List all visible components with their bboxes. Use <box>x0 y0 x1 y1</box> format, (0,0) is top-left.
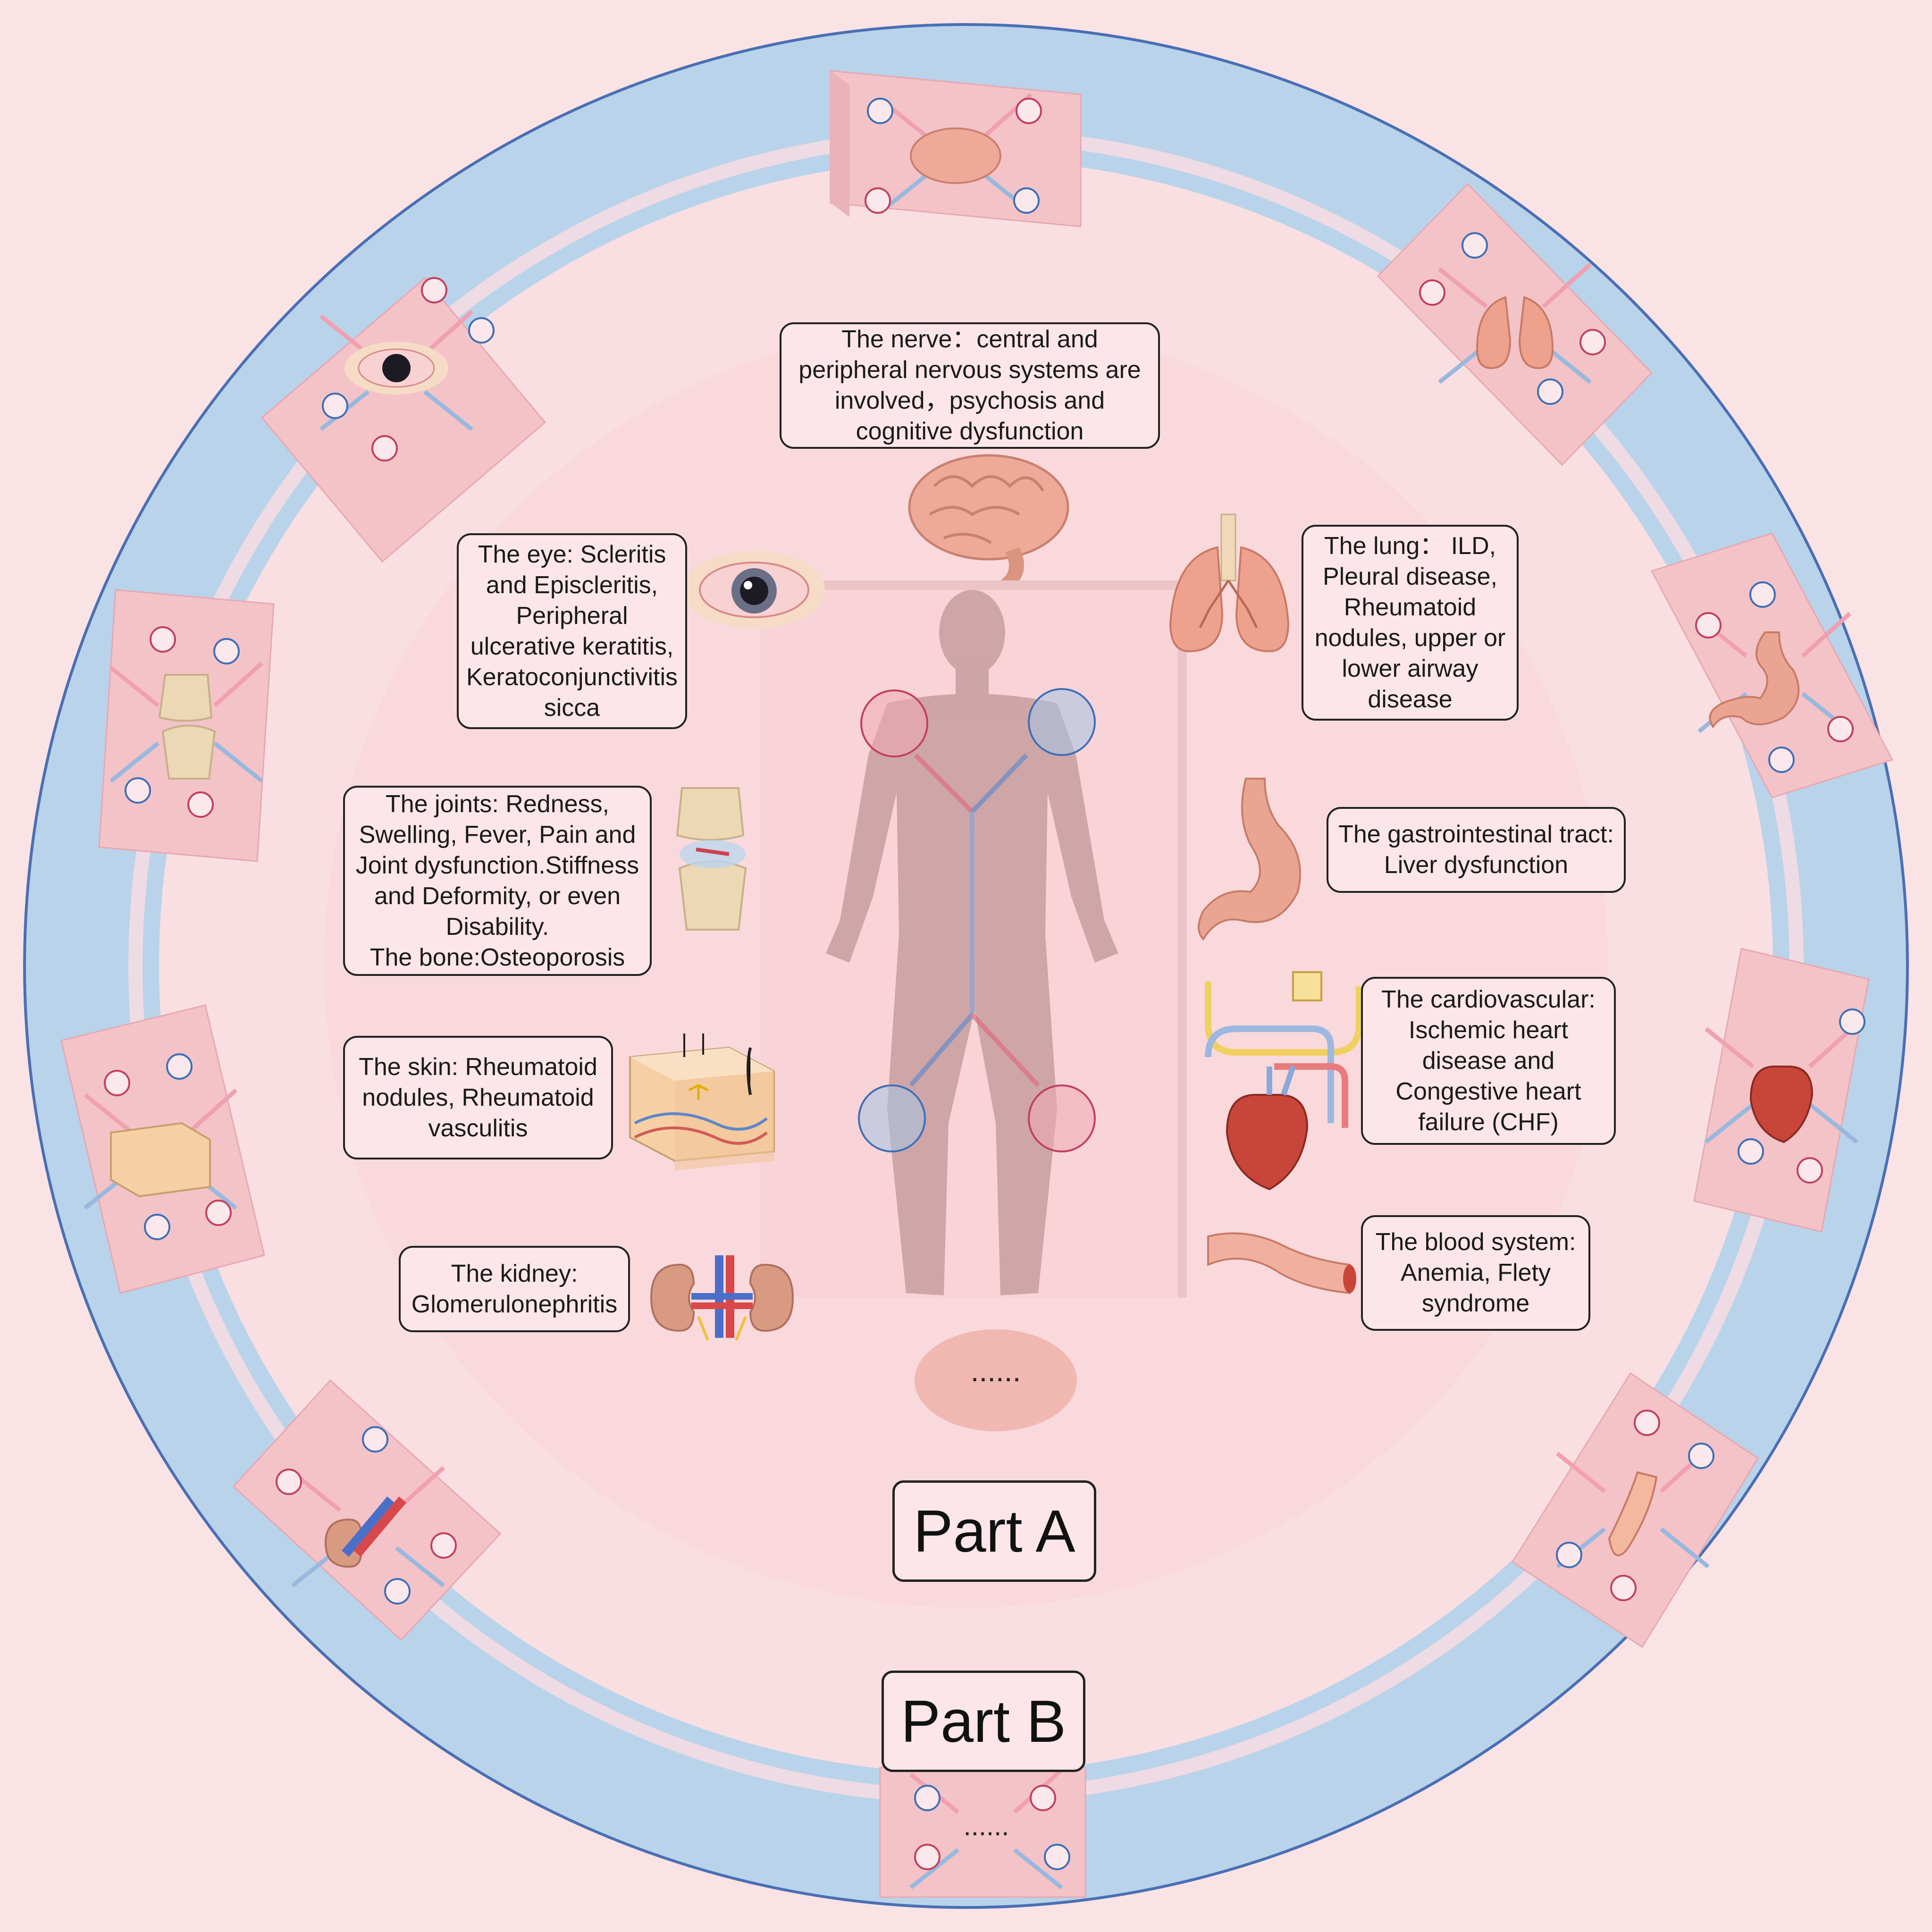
heart-icon <box>1205 971 1362 1191</box>
blood-vessel-icon <box>1207 1232 1356 1294</box>
kidney-label: The kidney: Glomerulonephritis <box>399 1246 630 1332</box>
ring-box-heart <box>1693 948 1870 1233</box>
part-a-label: Part A <box>892 1480 1096 1582</box>
ring-box-more <box>879 1766 1086 1898</box>
eye-icon <box>683 551 825 629</box>
ring-more-text: ...... <box>963 1811 1009 1841</box>
red-node <box>860 689 928 757</box>
part-b-label: Part B <box>882 1671 1085 1772</box>
knee-joint-icon <box>158 674 216 780</box>
knee-joint-icon <box>676 787 747 931</box>
kidney-icon <box>650 1255 794 1341</box>
blue-node <box>1028 688 1096 756</box>
more-bubble <box>915 1329 1077 1431</box>
nerve-label: The nerve：central and peripheral nervous… <box>780 322 1160 449</box>
ring-box-lung <box>1377 183 1653 466</box>
blue-node <box>858 1084 926 1152</box>
ring-box-joint <box>98 589 275 862</box>
red-node <box>1028 1084 1096 1152</box>
ring-box-skin <box>60 1004 265 1294</box>
ring-box-blood <box>1511 1372 1759 1648</box>
stomach-icon <box>1198 778 1301 941</box>
more-text: ...... <box>970 1354 1021 1388</box>
skin-label: The skin: Rheumatoid nodules, Rheumatoid… <box>343 1036 613 1159</box>
ring-box-stomach <box>1650 532 1894 798</box>
skin-icon <box>629 1033 775 1170</box>
lung-icon <box>1169 513 1290 653</box>
ring-box-eye <box>260 277 546 563</box>
gi-label: The gastrointestinal tract: Liver dysfun… <box>1327 807 1626 893</box>
joints-label: The joints: Redness, Swelling, Fever, Pa… <box>343 786 652 976</box>
cardio-label: The cardiovascular: Ischemic heart disea… <box>1361 977 1616 1145</box>
lung-label: The lung： ILD, Pleural disease, Rheumato… <box>1302 525 1519 721</box>
stomach-icon <box>1709 631 1800 729</box>
heart-icon <box>1749 1066 1814 1143</box>
blood-label: The blood system: Anemia, Flety syndrome <box>1361 1215 1590 1331</box>
eye-label: The eye: Scleritis and Episcleritis, Per… <box>457 533 687 729</box>
skin-icon <box>110 1122 211 1198</box>
lung-icon <box>1476 296 1554 370</box>
blood-vessel-icon <box>1608 1471 1658 1556</box>
brain-icon <box>908 454 1069 580</box>
ring-box-brain <box>830 70 1082 227</box>
ring-box-kidney <box>232 1379 502 1641</box>
brain-icon <box>910 127 1001 184</box>
